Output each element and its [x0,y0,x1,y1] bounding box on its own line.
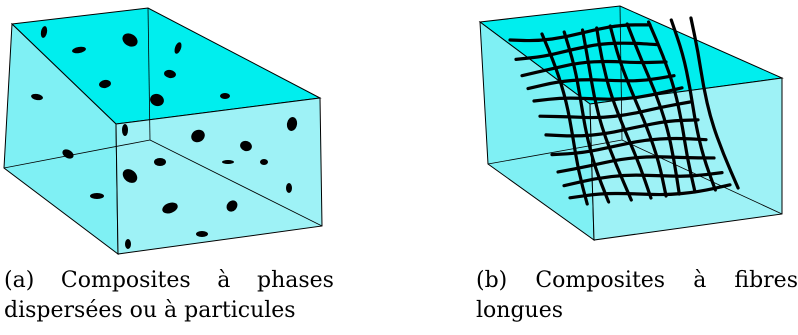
caption-b-label: (b) [476,268,508,293]
particle [222,160,234,164]
particle [90,193,104,199]
fiber [689,16,740,190]
hidden-edge [3,139,151,169]
particle [220,93,230,99]
particle [125,239,131,249]
particle [240,140,252,152]
caption-a-word-2: à [217,268,231,293]
fiber [595,26,653,200]
hidden-edge [619,5,623,141]
particle [31,93,43,101]
fiber [540,32,589,206]
hidden-edge [149,139,323,227]
fiber [625,22,681,196]
particle [260,159,268,165]
fiber [669,18,717,192]
caption-b: (b) Composites à fibres longues [476,266,798,326]
particle [99,79,111,89]
particle [72,46,86,54]
fiber [647,20,697,194]
particle [122,169,138,183]
caption-a-line2: dispersées ou à particules [4,298,296,323]
fiber [508,23,652,43]
caption-b-word-2: à [693,268,707,293]
hidden-edge [487,139,623,165]
fiber-composite-box [478,5,784,241]
fiber [532,86,684,103]
particle [164,69,176,79]
fibers [508,16,740,206]
fiber [580,28,633,202]
fiber [526,74,676,91]
fiber [520,59,668,78]
particle [174,42,182,54]
particle [162,202,178,214]
fiber [544,118,700,138]
particle [196,231,208,237]
fiber [562,30,611,204]
particle [122,33,138,47]
caption-a-word-1: Composites [60,268,191,293]
particle [286,117,298,131]
caption-b-word-3: fibres [734,268,798,293]
particle [122,124,128,136]
particle [226,200,238,212]
particle [40,26,48,38]
fiber [538,100,692,120]
caption-a-word-3: phases [257,268,334,293]
particle [150,93,164,107]
hidden-edge [621,139,783,215]
caption-b-word-1: Composites [535,268,666,293]
caption-a: (a) Composites à phases dispersées ou à … [4,266,334,326]
particle [62,149,74,159]
caption-b-line2: longues [476,298,564,323]
figure-a: (a) Composites à phases dispersées ou à … [0,0,340,335]
particles [31,26,298,249]
caption-a-label: (a) [4,268,35,293]
particle-composite-box [3,7,323,256]
figure-b: (b) Composites à fibres longues [470,0,798,335]
particle [154,158,166,166]
particle [286,183,292,193]
particle [191,129,205,143]
fiber [608,24,668,198]
hidden-edge [147,7,151,141]
